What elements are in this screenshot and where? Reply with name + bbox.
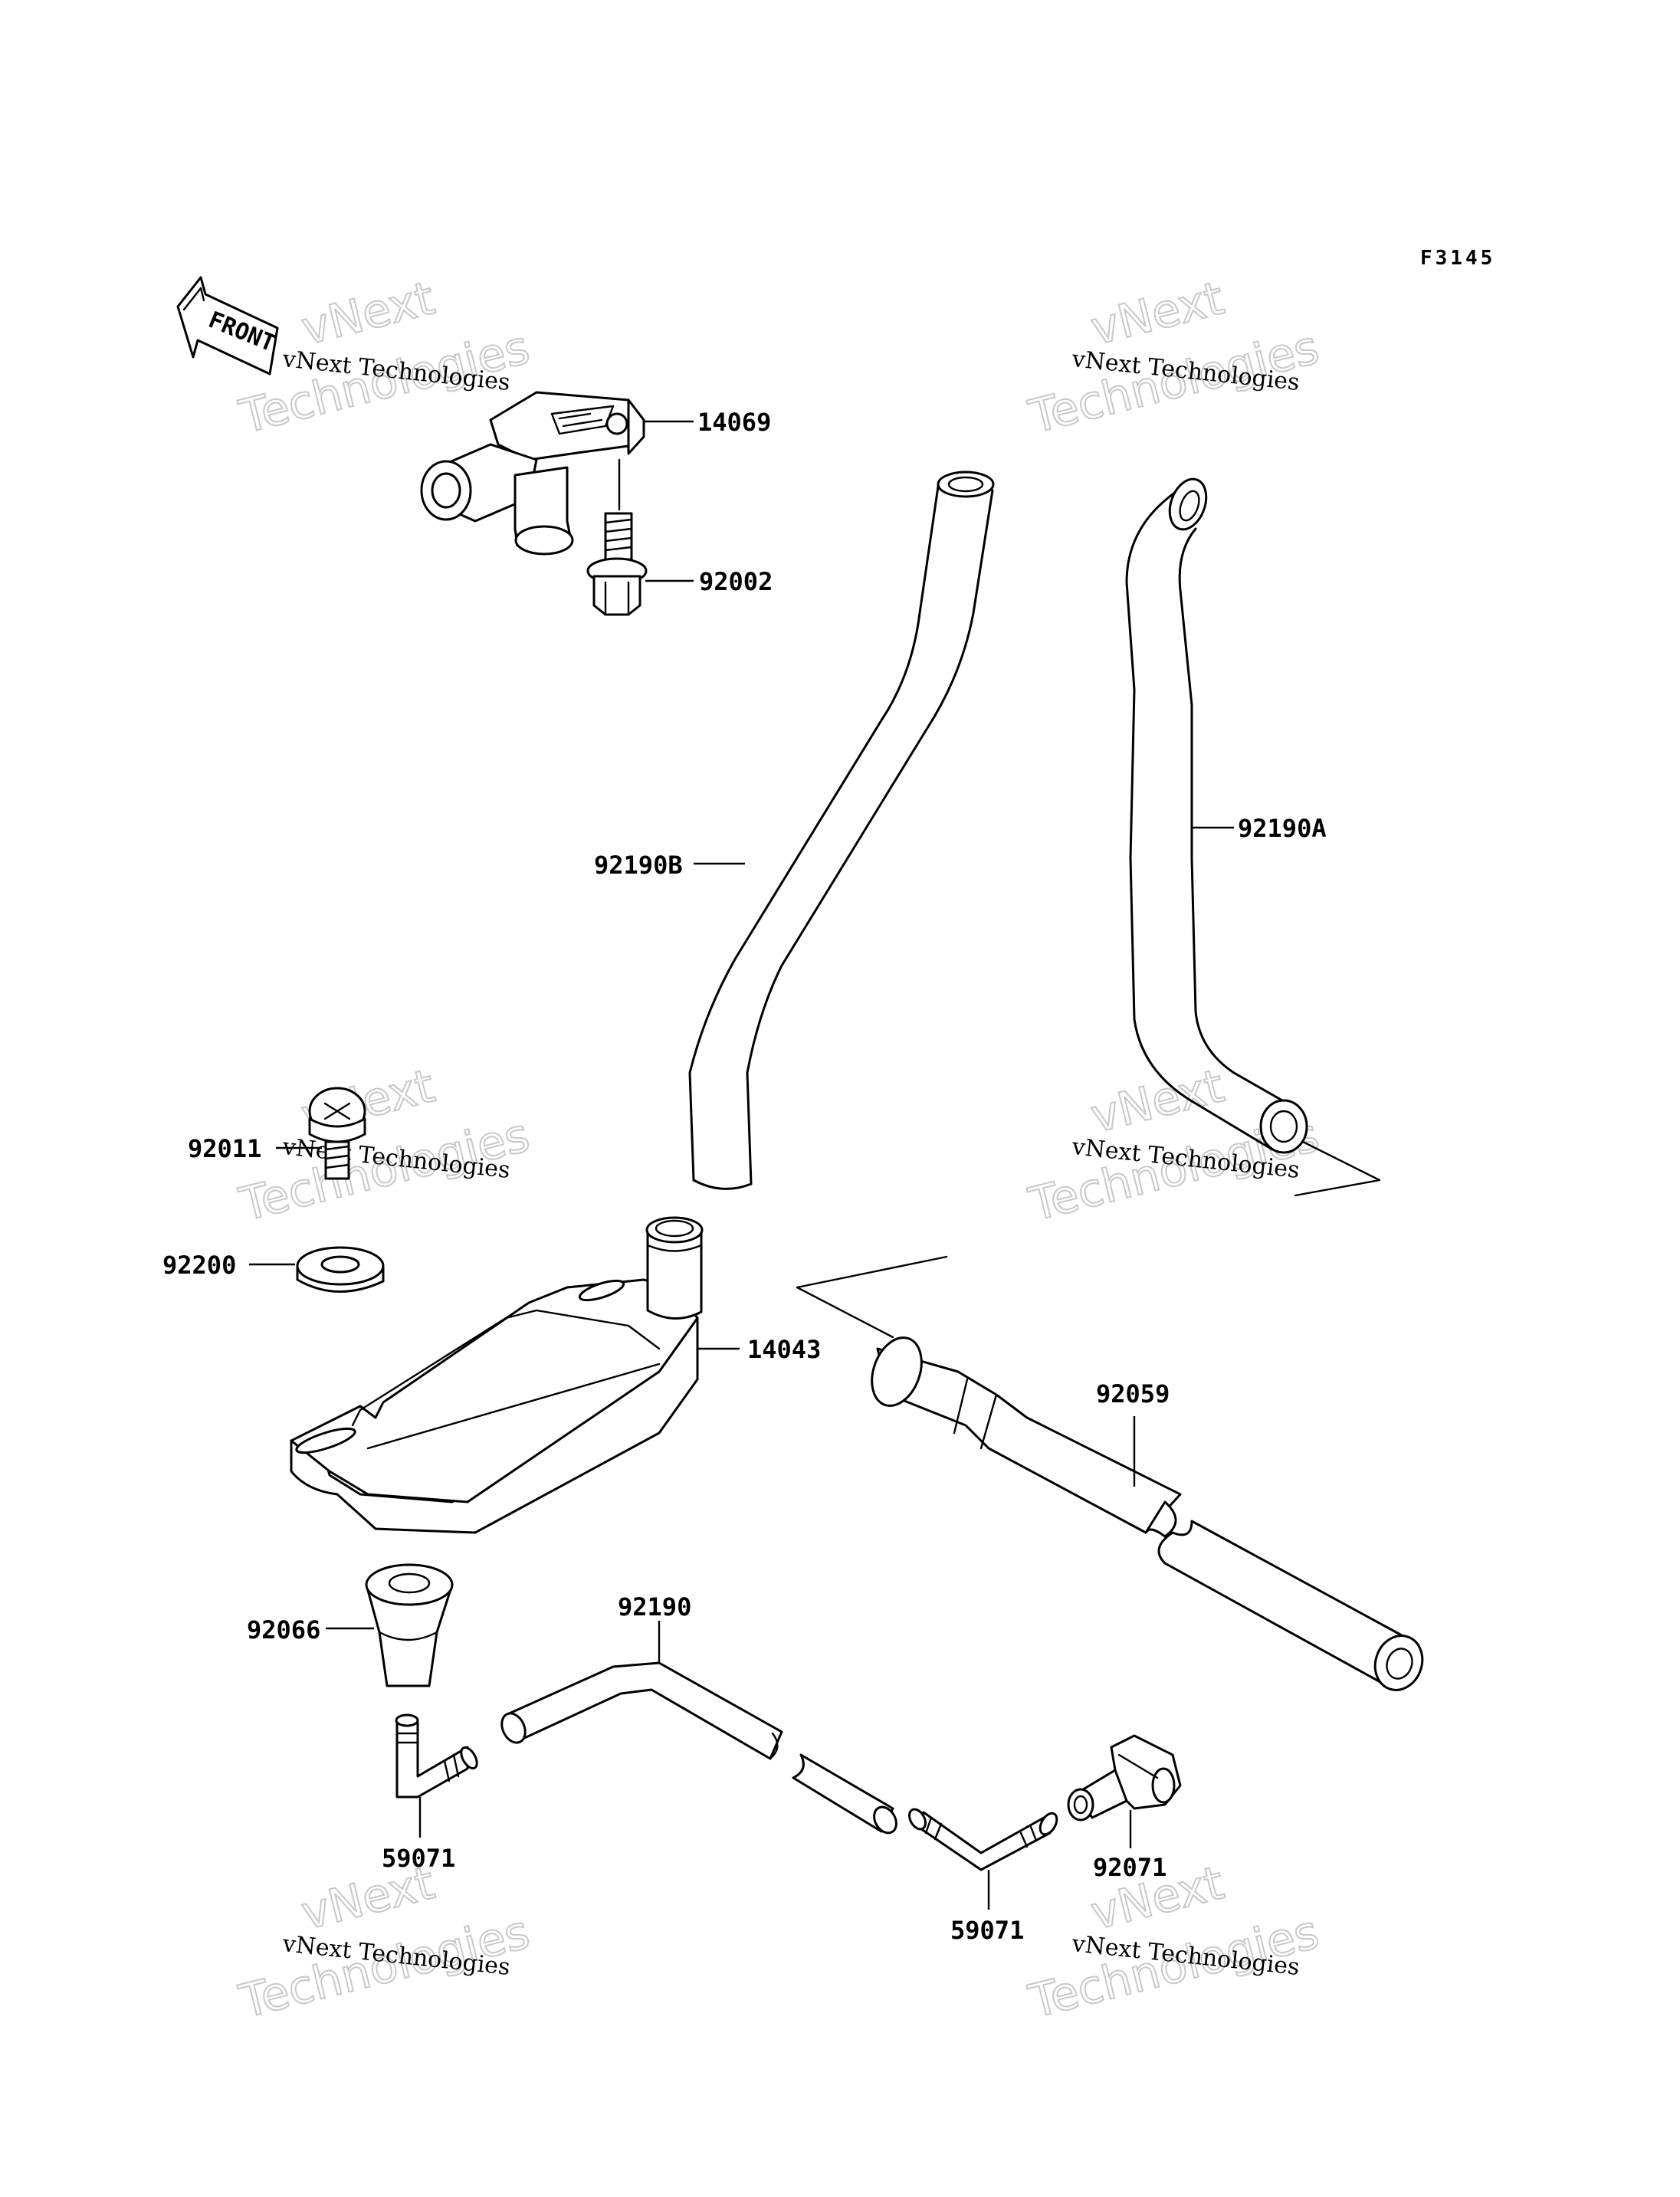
callout-92071[interactable]: 92071 xyxy=(1093,1853,1166,1882)
callout-14043[interactable]: 14043 xyxy=(747,1335,821,1364)
part-14043-breather-case[interactable] xyxy=(290,1216,704,1534)
part-92190-hose[interactable] xyxy=(497,1661,901,1837)
part-92190B-hose[interactable] xyxy=(688,471,995,1190)
watermark-outline-top: vNext xyxy=(297,271,440,356)
part-92002-bolt[interactable] xyxy=(586,512,648,616)
part-59071-right-joint[interactable] xyxy=(906,1806,1060,1871)
part-14069-fitting[interactable] xyxy=(420,391,645,556)
callout-14069[interactable]: 14069 xyxy=(697,408,771,437)
callout-92190A[interactable]: 92190A xyxy=(1238,814,1327,843)
callout-92190B[interactable]: 92190B xyxy=(594,851,683,880)
callout-59071-right[interactable]: 59071 xyxy=(950,1916,1024,1945)
watermark-top-right: vNext Technologies vNext Technologies xyxy=(1023,271,1325,445)
part-92200-washer[interactable] xyxy=(296,1246,385,1293)
part-92059-drain-hose[interactable] xyxy=(863,1331,1429,1697)
figure-id: F3145 xyxy=(1420,247,1495,270)
callout-92002[interactable]: 92002 xyxy=(699,567,773,596)
callout-92190[interactable]: 92190 xyxy=(618,1592,691,1622)
callout-59071-left[interactable]: 59071 xyxy=(382,1844,455,1873)
watermark-bottom-left: vNext Technologies vNext Technologies xyxy=(234,1855,536,2030)
watermark-top-left: vNext Technologies vNext Technologies xyxy=(234,271,536,445)
part-92011-screw[interactable] xyxy=(308,1087,366,1180)
part-92190A-hose[interactable] xyxy=(1125,474,1308,1154)
front-arrow-icon: FRONT xyxy=(176,276,279,375)
watermark-bottom-right: vNext Technologies vNext Technologies xyxy=(1023,1855,1325,2030)
reference-line-left xyxy=(796,1255,948,1339)
watermark-outline-top: vNext xyxy=(1086,271,1229,356)
part-92066-cap[interactable] xyxy=(365,1563,454,1687)
callout-92066[interactable]: 92066 xyxy=(247,1615,320,1644)
watermark-mid-left: vNext Technologies vNext Technologies xyxy=(234,1058,536,1233)
callout-92011[interactable]: 92011 xyxy=(188,1134,261,1163)
part-92071-fitting[interactable] xyxy=(1067,1734,1182,1822)
part-59071-left-joint[interactable] xyxy=(395,1713,480,1799)
callout-92059[interactable]: 92059 xyxy=(1096,1379,1170,1408)
callout-92200[interactable]: 92200 xyxy=(162,1251,236,1280)
reference-line-right xyxy=(1294,1140,1381,1197)
